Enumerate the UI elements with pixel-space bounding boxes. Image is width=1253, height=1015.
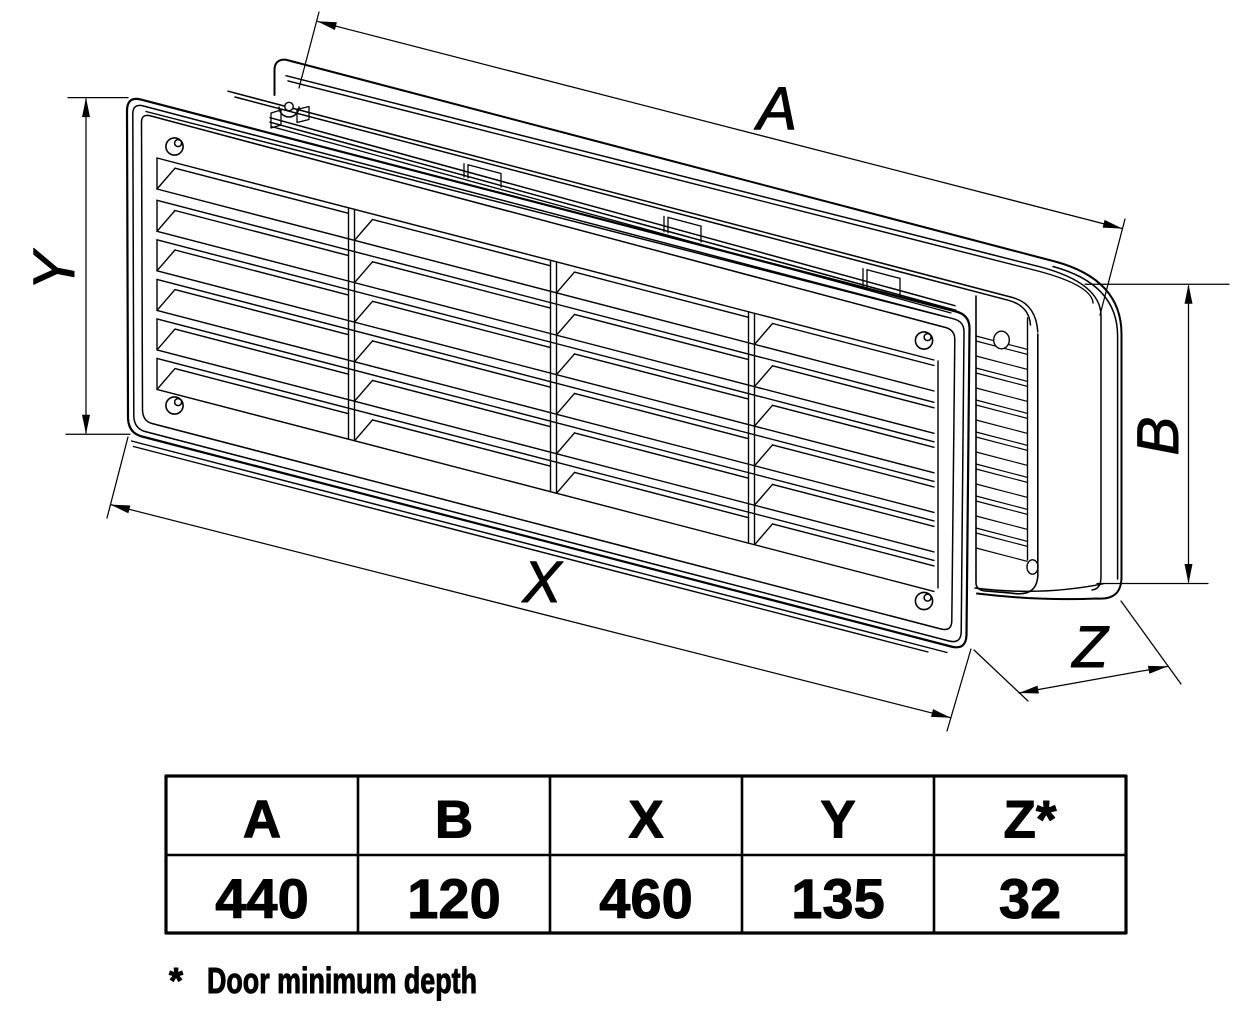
svg-text:440: 440 xyxy=(215,867,308,930)
svg-text:Y: Y xyxy=(22,247,87,290)
svg-text:Z: Z xyxy=(1070,615,1110,680)
svg-text:32: 32 xyxy=(999,867,1061,930)
svg-text:X: X xyxy=(628,791,663,850)
svg-text:Z*: Z* xyxy=(1004,791,1057,850)
svg-text:Y: Y xyxy=(820,791,855,850)
svg-text:B: B xyxy=(435,791,473,850)
svg-text:120: 120 xyxy=(407,867,500,930)
svg-text:460: 460 xyxy=(599,867,692,930)
svg-text:Door minimum depth: Door minimum depth xyxy=(207,960,477,1001)
svg-text:135: 135 xyxy=(791,867,884,930)
svg-text:A: A xyxy=(243,791,281,850)
svg-text:B: B xyxy=(1126,417,1191,456)
svg-text:A: A xyxy=(754,75,797,142)
svg-text:*: * xyxy=(169,960,183,1001)
svg-text:X: X xyxy=(521,550,564,615)
